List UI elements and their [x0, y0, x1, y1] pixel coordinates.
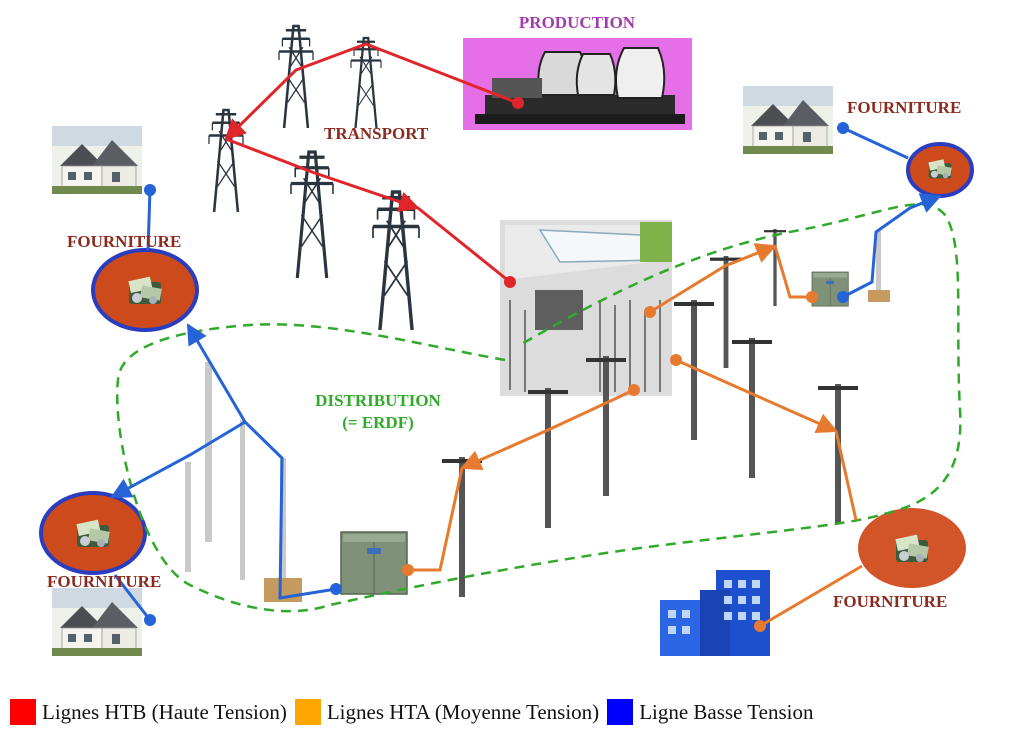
htb-lines — [224, 42, 519, 284]
office-building — [660, 570, 770, 656]
legend-label-hta: Lignes HTA (Moyenne Tension) — [326, 699, 600, 724]
production-label: PRODUCTION — [519, 13, 636, 32]
distribution-label: DISTRIBUTION (= ERDF) — [300, 390, 456, 434]
fourniture-label-bottom-left: FOURNITURE — [47, 572, 162, 591]
transport-pylons — [207, 24, 421, 332]
distribution-boundary — [116, 203, 962, 613]
legend-label-htb: Lignes HTB (Haute Tension) — [42, 699, 287, 724]
consumption-bottom-right — [858, 508, 966, 588]
legend-swatch-hta — [294, 699, 321, 725]
house-top-left — [51, 125, 143, 195]
legend-swatch-htb — [10, 699, 36, 725]
production-plant — [463, 38, 692, 130]
house-bottom-left — [51, 587, 143, 657]
transport-label: TRANSPORT — [324, 124, 429, 143]
legend-item-bt: Ligne Basse Tension — [607, 699, 813, 725]
fourniture-label-top-right: FOURNITURE — [847, 98, 962, 117]
distribution-cabinet-left — [340, 531, 408, 595]
fourniture-label-top-left: FOURNITURE — [67, 232, 182, 251]
legend-item-htb: Lignes HTB (Haute Tension) — [10, 699, 287, 725]
consumption-bottom-left — [39, 491, 147, 575]
distribution-label-line1: DISTRIBUTION — [315, 391, 441, 410]
legend-swatch-bt — [607, 699, 634, 725]
consumption-top-left — [91, 248, 199, 332]
htb-nodes — [504, 97, 524, 288]
substation — [500, 220, 672, 396]
hta-lines — [408, 243, 863, 628]
legend-item-hta: Lignes HTA (Moyenne Tension) — [294, 699, 600, 725]
legend: Lignes HTB (Haute Tension) Lignes HTA (M… — [10, 697, 821, 727]
bt-lines — [110, 126, 942, 621]
bt-nodes — [144, 122, 849, 626]
fourniture-label-bottom-right: FOURNITURE — [833, 592, 948, 611]
hta-nodes — [402, 291, 818, 632]
distribution-label-line2: (= ERDF) — [342, 413, 414, 432]
legend-label-bt: Ligne Basse Tension — [639, 699, 814, 724]
consumption-top-right — [906, 142, 974, 198]
house-top-right — [742, 85, 834, 155]
